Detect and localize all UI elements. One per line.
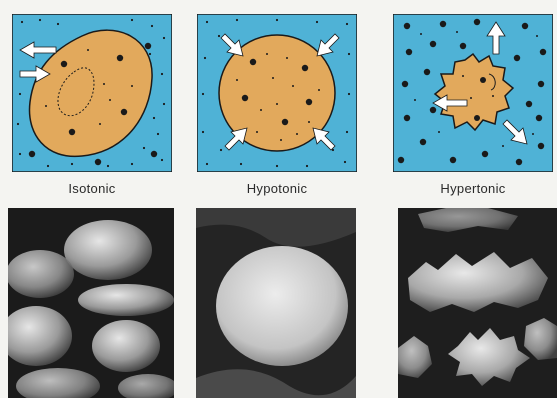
isotonic-diagram — [12, 14, 172, 172]
hypotonic-micrograph — [196, 208, 356, 398]
red-blood-cell — [8, 250, 74, 298]
red-blood-cell — [64, 220, 152, 280]
hypertonic-diagram — [393, 14, 553, 172]
swollen-red-blood-cell — [216, 246, 348, 366]
hypotonic-label: Hypotonic — [197, 181, 357, 196]
isotonic-micrograph — [8, 208, 174, 398]
hypotonic-diagram — [197, 14, 357, 172]
red-blood-cell — [78, 284, 174, 316]
isotonic-label: Isotonic — [12, 181, 172, 196]
hypertonic-micrograph — [398, 208, 557, 398]
hypertonic-label: Hypertonic — [393, 181, 553, 196]
red-blood-cell — [92, 320, 160, 372]
